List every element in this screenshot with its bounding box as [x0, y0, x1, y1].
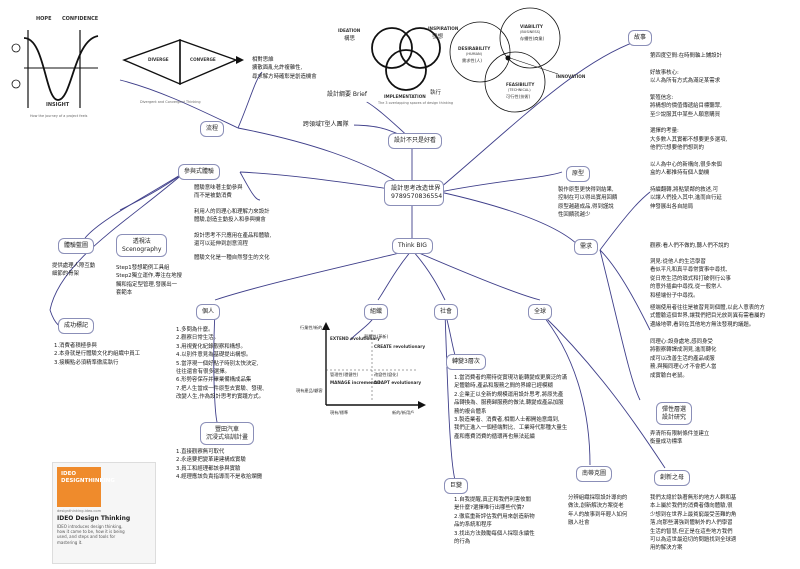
experience-note-4: 體驗文化是一種自然發生的文化 [194, 255, 270, 261]
quad-q4: ADAPT evolutionary [374, 380, 422, 385]
inspiration-zh: 發想 [432, 34, 444, 40]
quad-q3: MANAGE incremental [330, 380, 381, 385]
prototype-node[interactable]: 原型 [566, 166, 591, 182]
process-node[interactable]: 流程 [200, 121, 225, 137]
center-node[interactable]: 設計思考改造世界 9789570836554 [384, 180, 444, 206]
center-title: 設計思考改造世界 [391, 185, 441, 192]
quad-top-left: 行業性/新的 [300, 325, 323, 330]
diverge-converge-sketch [122, 39, 244, 86]
success-note: 1.消費者積極參與 2.本身就是行體驗文化的組織中員工 3.接觸點必須精準徹底執… [54, 343, 141, 366]
innovation-quadrant-sketch [322, 322, 426, 409]
feasibility-label: FEASIBILITY [506, 82, 535, 87]
wave-caption: How the journey of a project feels [30, 114, 88, 118]
prototype-note: 製作原型更快得到結果, 控制在可以得出實用回饋 原型越趨成品,得到謹說 性回饋就… [558, 187, 618, 219]
story-note: 第四度空間:在時間軸上鋪設計 好故事核心: 以人為所有方式為滿足某需求 繁殖信念… [650, 53, 728, 210]
feasibility-zh: 可行性(技術) [506, 94, 531, 99]
desirability-sub: (HUMAN) [466, 52, 482, 56]
inspiration-label: INSPIRATION [428, 26, 459, 31]
diverge-label: DIVERGE [148, 57, 169, 62]
individual-node[interactable]: 個人 [196, 304, 221, 320]
toyota-note: 1.直接觀察無可取代 2.永遠要把變革建建構成實驗 3.員工和經理都該參與實驗 … [176, 449, 263, 481]
ideation-label: IDEATION [338, 28, 361, 33]
creativity-node[interactable]: 創新之母 [654, 470, 691, 486]
quad-left-axis: 現有產品/顧客 [296, 388, 323, 393]
need-note-1: 觀察:看人們不做的,聽人們不說的 [650, 243, 729, 249]
design-not-good-node[interactable]: 設計不只是好看 [388, 133, 443, 149]
need-note-2: 洞見:從他人的生活學習 看似平凡和真平尋常實事中尋找, 從日常生活的瑣式和打破例… [650, 259, 731, 299]
south-africa-node[interactable]: 南蒂克圖 [576, 466, 613, 482]
experience-note-3: 設計思考不只應用在產品和體驗, 還可以延伸到創意流程 [194, 233, 272, 248]
scenography-en: Scenography [122, 245, 162, 253]
quad-bottom-left: 現有/標準 [330, 410, 349, 415]
process-note: 相對思維 擴散面亂允許複雜性, 尋求解方時確彰是創造機會 [252, 57, 317, 80]
quad-mid-right: 改變性(變化) [374, 372, 399, 377]
desirability-label: DESIRABILITY [458, 46, 491, 51]
society-node[interactable]: 社會 [434, 304, 459, 320]
quad-bottom-right: 新的/新用戶 [392, 410, 415, 415]
quad-q2: CREATE revolutionary [374, 344, 426, 349]
implementation-zh: 執行 [430, 90, 442, 96]
toyota-title: 豐田汽車 [215, 426, 240, 433]
desirability-zh: 需求性(人) [462, 58, 483, 63]
elastic-node[interactable]: 彈性層選 設計研究 [656, 402, 693, 425]
experience-note-1: 體驗意味著主動參與 而不是被動消費 [194, 185, 243, 200]
need-note-4: 同理心:設身處地,感同身受 將觀察轉譯成洞見,進而轉化 成可以改善生活的產品或服… [650, 339, 717, 379]
acumen-node[interactable]: 巨變 [444, 478, 469, 494]
scenography-zh: 透視法 [132, 238, 151, 245]
insight-label: INSIGHT [46, 102, 70, 108]
ideation-zh: 構思 [344, 36, 356, 42]
experience-node[interactable]: 參與式體驗 [178, 164, 221, 180]
viability-sub: (BUSINESS) [520, 30, 541, 34]
book-description: IDEO introduces design thinking, how it … [57, 524, 125, 545]
quad-mid-left: 管理性(穩健性) [330, 372, 359, 377]
confidence-label: CONFIDENCE [62, 16, 99, 22]
book-title: IDEO Design Thinking [57, 515, 131, 522]
south-africa-note: 分辨組織採取設計導向的 做法,創新解決方案從老 年人的故事到年輕人如何 融入社會 [568, 495, 628, 527]
book-url: designthinking.ideo.com [57, 509, 102, 513]
design-brief-node[interactable]: 設計綱要 Brief [322, 88, 372, 102]
book-card[interactable]: IDEO DESIGNTHINKING designthinking.ideo.… [52, 462, 156, 564]
quad-top-right: 顛覆性(革新) [364, 334, 389, 339]
t-shaped-team-node[interactable]: 跨領域T型人團隊 [298, 118, 354, 132]
acumen-note: 1.自我提醒,真正和我們利害攸關 是什麼?選擇唯行出哪些代價? 2.徹底重新評估… [454, 497, 535, 545]
innovation-label: INNOVATION [556, 74, 586, 79]
viability-zh: 存續性(商業) [520, 36, 545, 41]
venn-diagram [449, 7, 561, 113]
three-spaces-sketch [371, 27, 441, 91]
viability-label: VIABILITY [520, 24, 543, 29]
converge-label: CONVERGE [190, 57, 216, 62]
creativity-note: 我們太總於執著無形的地方人群和基 本上屬於我們的消費者傳向體驗,很 少想到在世界… [650, 495, 737, 552]
three-spaces-caption: The 3 overlapping spaces of design think… [378, 101, 454, 105]
drama-note: 提供處理人際互動 細節的骨架 [52, 263, 96, 278]
book-cover: IDEO DESIGNTHINKING [57, 467, 115, 507]
implementation-label: IMPLEMENTATION [384, 94, 426, 99]
scenography-node[interactable]: 透視法 Scenography [116, 234, 168, 257]
success-mark-node[interactable]: 成功標記 [58, 318, 95, 334]
quad-q1: EXTEND evolutionary [330, 336, 381, 341]
scenography-note: Step1發想範例工具組 Step2獨立運作,專注在地搜 觸和指定型管理,發展出… [116, 265, 182, 297]
hope-label: HOPE [36, 16, 52, 22]
society-three-node[interactable]: 轉變3層次 [446, 354, 486, 370]
global-node[interactable]: 全球 [528, 304, 553, 320]
society-three-note: 1.當消費者的期待從實現功能轉變成更廣泛的滿 足體驗時,產品和服務之間的界線已經… [454, 375, 568, 440]
elastic-sub: 設計研究 [662, 413, 687, 421]
feasibility-sub: (TECHNICAL) [508, 88, 531, 92]
experience-drama-node[interactable]: 體驗藍圖 [58, 238, 95, 254]
hope-confidence-wave-sketch [11, 30, 99, 108]
elastic-title: 彈性層選 [662, 406, 687, 413]
center-isbn: 9789570836554 [391, 192, 443, 200]
think-big-node[interactable]: Think BIG [392, 238, 433, 254]
diverge-caption: Divergent and Convergent Thinking [140, 100, 201, 104]
individual-note: 1.多問為什麼。 2.觀察日常生活。 3.用視覺化紀錄觀察和構想。 4.以別件意… [176, 327, 268, 400]
story-node[interactable]: 故事 [628, 30, 653, 46]
experience-note-2: 利用人的同理心和理解力來設計 體驗,創造主動投入和參與機會 [194, 209, 270, 224]
need-node[interactable]: 需求 [574, 239, 599, 255]
elastic-note: 弄清所有限制條件並建立 衡量成功標準 [650, 431, 710, 446]
toyota-sub: 沉浸式培訓計畫 [206, 433, 249, 441]
organization-node[interactable]: 組織 [364, 304, 389, 320]
toyota-node[interactable]: 豐田汽車 沉浸式培訓計畫 [200, 422, 255, 445]
need-note-3: 極端使用者往往是被習見到個體,以此人意表的方 式體驗這個世界,讓我們把目光放到異… [650, 305, 765, 328]
